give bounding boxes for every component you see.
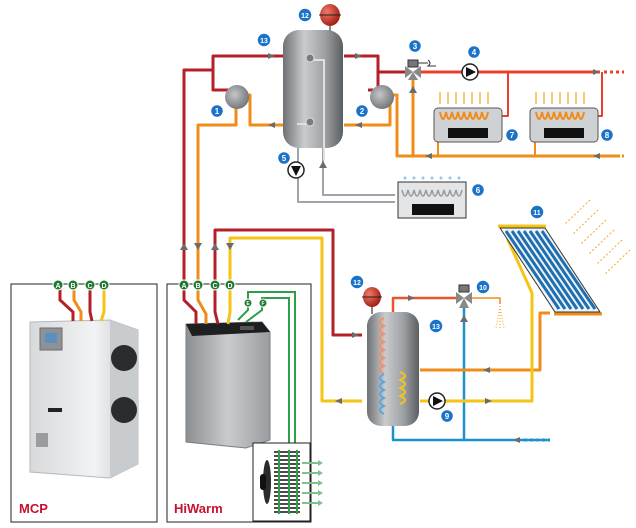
radiator-7-icon <box>433 92 503 143</box>
expansion-vessel-upper <box>319 4 341 32</box>
mcp-vent-grille <box>36 433 48 447</box>
mcp-conn-c <box>84 279 96 291</box>
hiwarm-conn-c-label: C <box>212 283 217 290</box>
badge-12-lower: 12 <box>349 274 365 290</box>
heat-exchanger-1-icon <box>225 85 249 109</box>
hiwarm-conn-e <box>243 298 253 308</box>
hiwarm-display <box>240 326 254 330</box>
badge-9: 9 <box>439 408 455 424</box>
badge-5: 5 <box>276 150 292 166</box>
svg-text:3: 3 <box>413 42 418 51</box>
svg-text:8: 8 <box>605 131 610 140</box>
hiwarm-conn-d-label: D <box>227 283 232 290</box>
svg-text:5: 5 <box>282 154 287 163</box>
heat-exchanger-2-icon <box>370 85 394 109</box>
svg-text:6: 6 <box>476 186 481 195</box>
pump-4-icon <box>461 63 479 81</box>
hiwarm-conn-d <box>224 279 236 291</box>
mcp-unit-panel: A B C D MCP <box>10 279 158 523</box>
badge-11: 11 <box>529 204 545 220</box>
mcp-fan-bottom-icon <box>111 397 137 423</box>
component-badges: 1 2 3 4 5 6 7 8 9 10 11 12 12 13 13 <box>209 7 615 424</box>
dhw-tank <box>367 312 419 426</box>
svg-text:10: 10 <box>479 285 487 292</box>
dry-cooler <box>252 442 323 522</box>
badge-1: 1 <box>209 103 225 119</box>
hiwarm-conn-c <box>209 279 221 291</box>
dry-cooler-fan-icon <box>263 460 271 504</box>
svg-text:4: 4 <box>472 48 477 57</box>
badge-3: 3 <box>407 38 423 54</box>
svg-text:11: 11 <box>533 210 541 217</box>
mixing-valve-10-icon <box>456 284 472 308</box>
svg-text:9: 9 <box>445 412 450 421</box>
svg-text:13: 13 <box>432 324 440 331</box>
badge-13-upper: 13 <box>256 32 272 48</box>
badge-7: 7 <box>504 127 520 143</box>
mcp-conn-a <box>52 279 64 291</box>
hiwarm-conn-f <box>258 298 268 308</box>
flow-arrows <box>180 53 600 443</box>
badge-6: 6 <box>470 182 486 198</box>
mcp-handle <box>48 408 62 412</box>
three-way-valve-icon <box>405 59 436 80</box>
mcp-conn-a-label: A <box>55 283 60 290</box>
mcp-display-screen <box>45 333 57 343</box>
svg-text:2: 2 <box>360 107 365 116</box>
mcp-conn-d-label: D <box>101 283 106 290</box>
hiwarm-top-panel <box>186 322 270 336</box>
hiwarm-conn-f-label: F <box>261 301 264 307</box>
hiwarm-connection-badges: A B C D E F <box>178 279 268 308</box>
badge-8: 8 <box>599 127 615 143</box>
expansion-vessel-lower <box>362 287 382 314</box>
buffer-tank-body <box>283 30 343 148</box>
hiwarm-conn-b-label: B <box>195 283 200 290</box>
mcp-fan-top-icon <box>111 345 137 371</box>
svg-text:13: 13 <box>260 38 268 45</box>
hiwarm-conn-a <box>178 279 190 291</box>
mcp-conn-c-label: C <box>87 283 92 290</box>
radiator-8-icon <box>529 92 599 143</box>
buffer-tank <box>283 30 343 160</box>
continuation-dashes <box>524 70 624 442</box>
mcp-conn-b-label: B <box>70 283 75 290</box>
svg-text:12: 12 <box>353 280 361 287</box>
fan-coil-6-icon <box>397 176 467 219</box>
hiwarm-conn-e-label: E <box>246 301 250 307</box>
badge-4: 4 <box>466 44 482 60</box>
svg-text:12: 12 <box>301 13 309 20</box>
pump-9-icon <box>428 392 446 410</box>
mcp-label: MCP <box>19 501 48 516</box>
badge-13-lower: 13 <box>428 318 444 334</box>
hiwarm-conn-b <box>192 279 204 291</box>
hiwarm-body <box>185 321 271 449</box>
dhw-tank-body <box>367 312 419 426</box>
shower-icon <box>495 305 505 329</box>
mcp-conn-b <box>67 279 79 291</box>
badge-12-upper: 12 <box>297 7 313 23</box>
hiwarm-conn-a-label: A <box>181 283 186 290</box>
svg-text:7: 7 <box>510 131 515 140</box>
solar-collector-icon <box>498 199 631 316</box>
mcp-connection-badges: A B C D <box>52 279 110 291</box>
svg-text:1: 1 <box>215 107 220 116</box>
pump-5-icon <box>287 161 305 179</box>
hiwarm-label: HiWarm <box>174 501 223 516</box>
hiwarm-unit-panel: A B C D E F HiWarm <box>166 240 312 523</box>
mcp-conn-d <box>98 279 110 291</box>
badge-2: 2 <box>354 103 370 119</box>
badge-10: 10 <box>475 279 491 295</box>
